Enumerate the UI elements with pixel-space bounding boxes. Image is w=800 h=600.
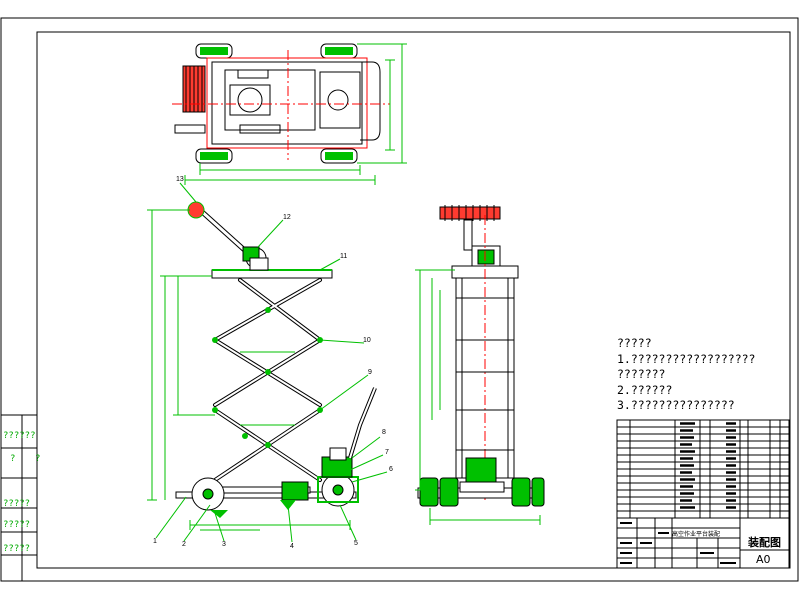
notes-line-3: 2.??????: [617, 382, 673, 397]
notes-line-1: 1.??????????????????: [617, 351, 756, 366]
balloon-10: 10: [363, 337, 371, 344]
design-name: 高空作业平台装配: [672, 531, 721, 538]
balloon-13: 13: [176, 176, 184, 183]
front-view: [147, 182, 388, 543]
technical-notes: ?????1.?????????????????????????2.??????…: [617, 336, 755, 414]
notes-line-4: 3.???????????????: [617, 398, 735, 412]
bom-table: [616, 419, 790, 519]
inner-border: [36, 31, 791, 569]
outer-border: [0, 17, 799, 582]
left-strip-text-6: ?????: [3, 544, 31, 554]
left-strip-text-3: ?: [35, 454, 41, 464]
balloon-2: 2: [182, 541, 186, 548]
title-block: [616, 517, 790, 569]
balloon-9: 9: [368, 369, 372, 376]
left-revision-strip: [1, 414, 37, 581]
sheet-size: A0: [756, 553, 771, 566]
side-view: [415, 205, 545, 525]
notes-title: ?????: [617, 336, 652, 350]
left-strip-text-4: ?????: [3, 499, 31, 509]
balloon-6: 6: [389, 466, 393, 473]
balloon-11: 11: [340, 253, 348, 260]
top-view: [172, 43, 407, 185]
balloon-5: 5: [354, 540, 358, 547]
balloon-7: 7: [385, 449, 389, 456]
left-strip-text-2: ?: [10, 454, 16, 464]
balloon-12: 12: [283, 214, 291, 221]
left-strip-text-1: ??????: [3, 431, 36, 441]
balloon-8: 8: [382, 429, 386, 436]
left-strip-text-5: ?????: [3, 520, 31, 530]
balloon-4: 4: [290, 543, 294, 550]
notes-line-2: ???????: [617, 367, 666, 381]
balloon-3: 3: [222, 541, 226, 548]
balloon-1: 1: [153, 538, 157, 545]
drawing-name: 装配图: [748, 536, 781, 549]
